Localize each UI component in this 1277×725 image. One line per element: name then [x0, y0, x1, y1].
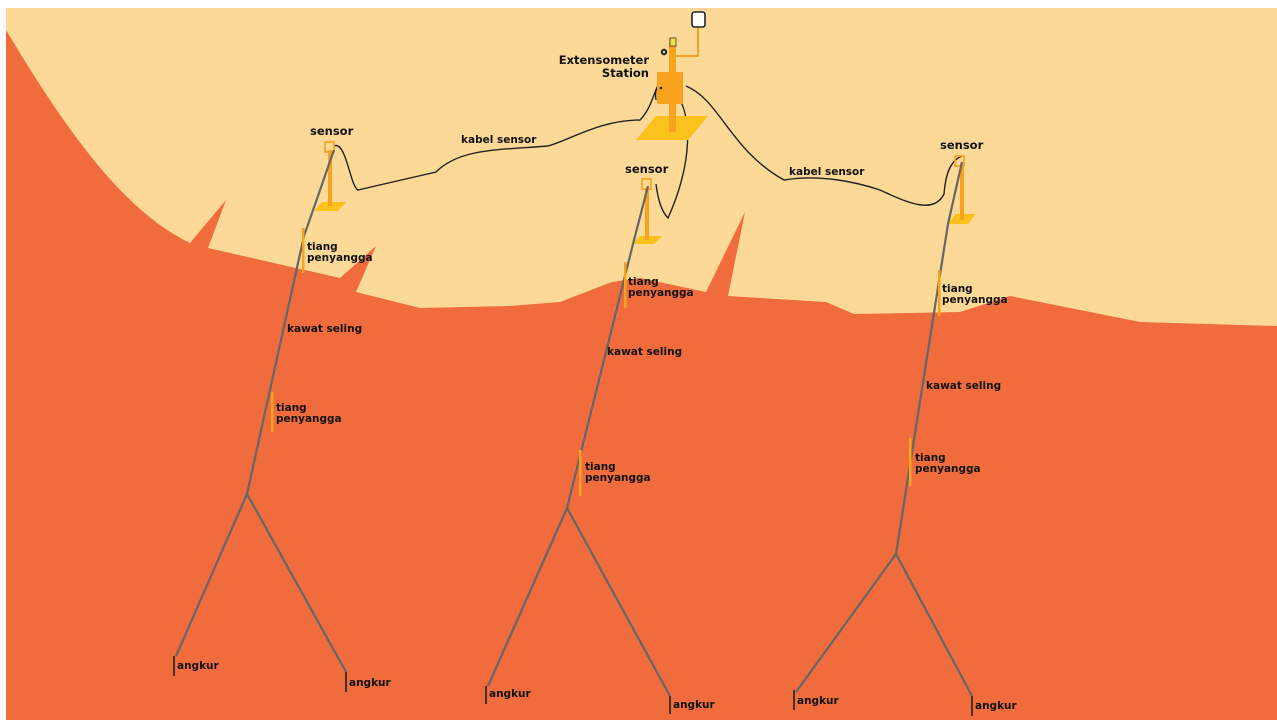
angkur-label: angkur: [177, 660, 220, 672]
anchor-cable-right: [246, 493, 347, 673]
sensor-label: sensor: [310, 124, 354, 138]
kawat-seling-label: kawat seling: [607, 346, 682, 358]
kabel-sensor-right: [685, 85, 963, 206]
kawat-seling-line: [894, 161, 964, 555]
tiang-label: tiang: [585, 461, 616, 473]
kawat-seling-label: kawat seling: [287, 323, 362, 335]
tiang-penyangga-marker: [579, 450, 582, 496]
ground-slope: [6, 30, 1277, 720]
tiang-label: tiang: [276, 402, 307, 414]
tiang-penyangga-marker: [302, 228, 305, 273]
angkur-label: angkur: [489, 688, 532, 700]
station-box-dot: [659, 86, 663, 90]
sensor-pole: [960, 164, 964, 220]
station-title-line2: Station: [602, 66, 649, 80]
penyangga-label: penyangga: [307, 252, 373, 264]
angkur-label: angkur: [975, 700, 1018, 712]
anchor-cable-left: [486, 507, 569, 687]
tiang-penyangga-marker: [271, 392, 274, 432]
sensor-unit-3: [948, 155, 976, 224]
kabel-sensor-label: kabel sensor: [789, 166, 865, 178]
tiang-penyangga-marker: [624, 262, 627, 308]
anchor-cable-left: [795, 553, 897, 693]
station-antenna-arm: [676, 26, 699, 57]
angkur-label: angkur: [673, 699, 716, 711]
tiang-label: tiang: [628, 276, 659, 288]
extensometer-station-device: [636, 11, 708, 140]
kawat-seling-assembly-2: [485, 185, 671, 714]
tiang-label: tiang: [942, 283, 973, 295]
penyangga-label: penyangga: [585, 472, 651, 484]
sensor-label: sensor: [940, 138, 984, 152]
tiang-penyangga-marker: [938, 270, 941, 316]
station-indicator-dot: [662, 50, 666, 54]
sensor-head: [324, 141, 335, 153]
anchor-cable-right: [895, 553, 973, 697]
penyangga-label: penyangga: [628, 287, 694, 299]
kawat-seling-line: [565, 185, 650, 509]
sensor-head: [954, 155, 965, 167]
sensor-pole: [645, 188, 649, 240]
kawat-seling-assembly-3: [793, 161, 973, 716]
kawat-seling-assembly-1: [173, 149, 347, 692]
penyangga-label: penyangga: [942, 294, 1008, 306]
angkur-label: angkur: [797, 695, 840, 707]
angkur-label: angkur: [349, 677, 392, 689]
anchor-cable-left: [174, 493, 249, 657]
anchor-cable-right: [566, 507, 671, 697]
kabel-sensor-center: [655, 83, 689, 220]
sensor-label: sensor: [625, 162, 669, 176]
tiang-penyangga-marker: [909, 438, 912, 486]
tiang-label: tiang: [915, 452, 946, 464]
station-title-line1: Extensometer: [559, 53, 650, 67]
station-top-lamp: [669, 37, 677, 47]
tiang-label: tiang: [307, 241, 338, 253]
sensor-plate: [314, 202, 346, 211]
sensor-unit-1: [314, 141, 346, 211]
kabel-sensor-left: [333, 81, 661, 191]
kawat-seling-label: kawat seling: [926, 380, 1001, 392]
penyangga-label: penyangga: [276, 413, 342, 425]
penyangga-label: penyangga: [915, 463, 981, 475]
station-antenna-icon: [691, 11, 706, 28]
sensor-pole: [328, 150, 332, 206]
kabel-sensor-label: kabel sensor: [461, 134, 537, 146]
